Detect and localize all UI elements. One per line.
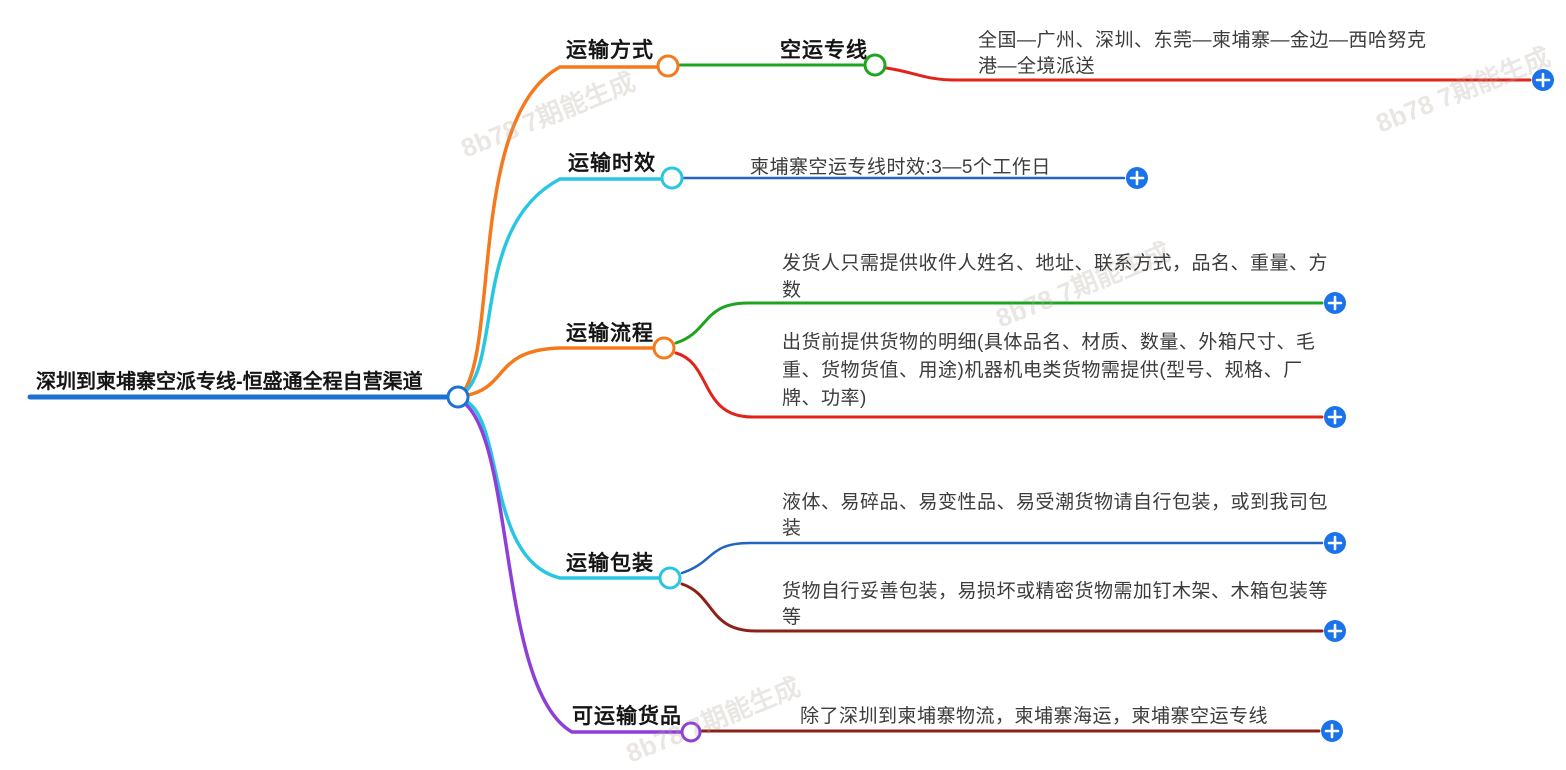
plus-glyph [1327,623,1343,639]
plus-glyph [1327,295,1343,311]
branch-line-transport-process [462,346,654,398]
branch-label-transport-process[interactable]: 运输流程 [566,322,654,345]
plus-glyph [1327,535,1343,551]
branch-label-transit-time[interactable]: 运输时效 [568,152,656,175]
plus-glyph [1324,723,1340,739]
plus-buttons [1126,69,1554,742]
node-connector-transport-process[interactable] [652,336,676,360]
add-node-button-air-route[interactable] [1532,69,1554,91]
branch-label-transportable-goods[interactable]: 可运输货品 [572,705,682,728]
add-node-button-process-1[interactable] [1324,292,1346,314]
plus-glyph [1129,170,1145,186]
leaf-text-air-route-detail[interactable]: 全国—广州、深圳、东莞—柬埔寨—金边—西哈努克港—全境派送 [978,30,1427,77]
leaf-text-process-detail-2[interactable]: 出货前提供货物的明细(具体品名、材质、数量、外箱尺寸、毛重、货物货值、用途)机器… [782,332,1316,409]
leaf-text-process-detail-1[interactable]: 发货人只需提供收件人姓名、地址、联系方式，品名、重量、方数 [782,253,1329,301]
plus-glyph [1327,409,1343,425]
node-connector-transport-method[interactable] [656,54,680,78]
add-node-button-process-2[interactable] [1324,406,1346,428]
add-node-button-goods[interactable] [1321,720,1343,742]
node-connector-transportable-goods[interactable] [680,721,702,743]
node-label-air-route[interactable]: 空运专线 [780,39,868,62]
branch-label-transport-packaging[interactable]: 运输包装 [566,552,654,575]
add-node-button-packaging-2[interactable] [1324,620,1346,642]
leaf-text-goods-detail[interactable]: 除了深圳到柬埔寨物流，柬埔寨海运，柬埔寨空运专线 [800,706,1269,727]
add-node-button-packaging-1[interactable] [1324,532,1346,554]
line-packaging-detail-1 [680,541,1324,575]
root-node-connector[interactable] [446,385,470,409]
leaf-text-packaging-detail-2[interactable]: 货物自行妥善包装，易损坏或精密货物需加钉木架、木箱包装等等 [782,581,1329,628]
node-connector-air-route[interactable] [863,53,887,77]
watermark: 8b78 7期能生成 [456,66,640,164]
branch-line-transit-time [462,177,662,395]
node-connector-transport-packaging[interactable] [658,566,682,590]
root-node-label[interactable]: 深圳到柬埔寨空派专线-恒盛通全程自营渠道 [36,371,423,393]
leaf-text-transit-time-detail[interactable]: 柬埔寨空运专线时效:3—5个工作日 [750,157,1051,178]
branch-label-transport-method[interactable]: 运输方式 [566,39,654,62]
add-node-button-transit-time[interactable] [1126,167,1148,189]
plus-glyph [1535,72,1551,88]
leaf-text-packaging-detail-1[interactable]: 液体、易碎品、易变性品、易受潮货物请自行包装，或到我司包装 [782,492,1329,539]
node-connector-transit-time[interactable] [660,166,684,190]
